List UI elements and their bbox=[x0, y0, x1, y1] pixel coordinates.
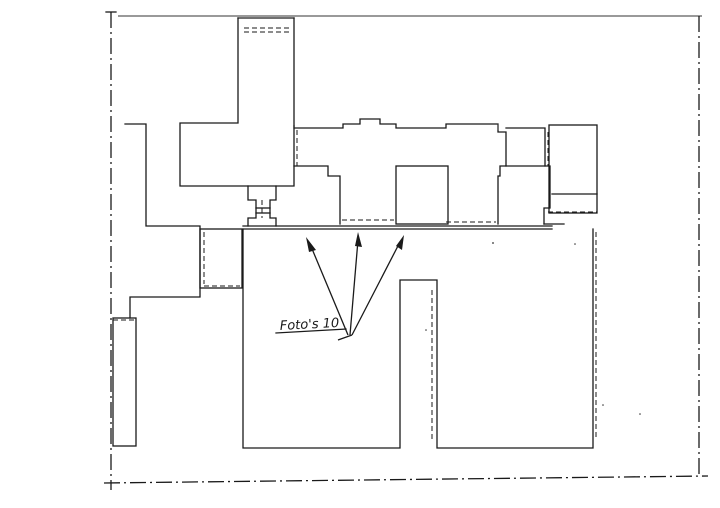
scan-specks bbox=[425, 242, 641, 415]
photo-label-underline bbox=[275, 328, 347, 334]
photo-arrowhead-right bbox=[396, 235, 404, 250]
upper-tower-outline bbox=[179, 17, 298, 187]
right-annex-rect bbox=[548, 124, 598, 214]
connector-block bbox=[199, 228, 243, 289]
photo-arrow-left bbox=[309, 243, 349, 336]
boundary-bottom-line bbox=[103, 475, 709, 484]
main-building-courtyard bbox=[395, 165, 449, 225]
photo-arrowhead-left bbox=[306, 237, 316, 252]
photo-arrow-center bbox=[349, 239, 359, 336]
main-building-outline bbox=[293, 118, 507, 225]
yard-outline bbox=[242, 228, 597, 449]
photo-arrowhead-center bbox=[355, 232, 362, 247]
photo-arrow-right bbox=[351, 241, 401, 336]
left-wing-outline bbox=[112, 123, 201, 447]
stair-detail bbox=[247, 185, 277, 227]
plot-boundary bbox=[103, 11, 709, 490]
left-annex-rect bbox=[112, 317, 137, 447]
right-building-outline bbox=[505, 124, 598, 225]
photo-label: Foto's 10 bbox=[279, 316, 339, 334]
photo-viewpoint-arrows bbox=[306, 232, 404, 341]
